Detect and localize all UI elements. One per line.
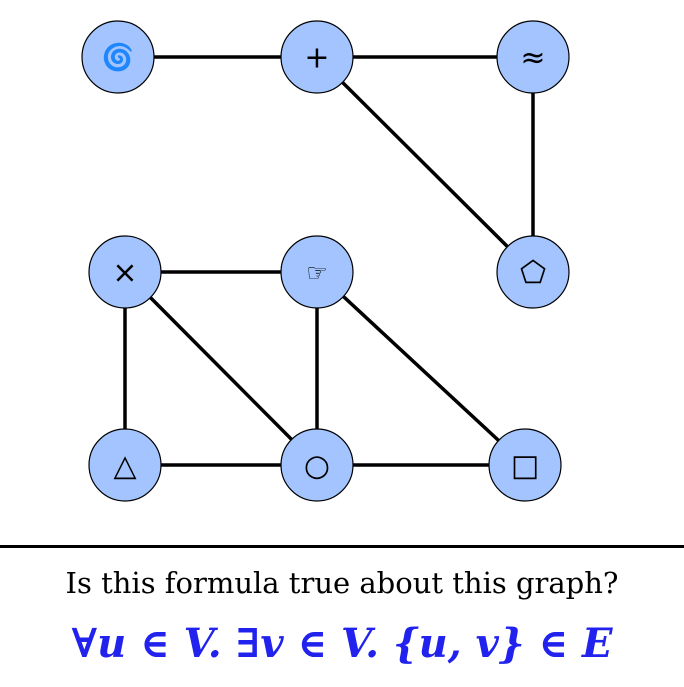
node-circle (88, 235, 162, 309)
node-circle (88, 428, 162, 502)
node-spiral: 🌀 (81, 20, 155, 94)
node-circle (280, 235, 354, 309)
node-times: × (88, 235, 162, 309)
spiral-icon: 🌀 (102, 41, 134, 73)
edge-times-circle (123, 270, 319, 467)
node-square: □ (488, 428, 562, 502)
pentagon-icon: ⬠ (520, 256, 546, 291)
question-text: Is this formula true about this graph? (65, 566, 619, 600)
node-circle (496, 235, 570, 309)
times-icon: × (112, 256, 137, 291)
node-circle (280, 20, 354, 94)
node-triangle: △ (88, 428, 162, 502)
approx-icon: ≈ (520, 41, 545, 76)
pointing-hand-icon: ☞ (306, 259, 328, 287)
node-pentagon: ⬠ (496, 235, 570, 309)
node-circle (488, 428, 562, 502)
node-circle: ○ (280, 428, 354, 502)
graph-nodes: 🌀 + ≈ ⬠ × ☞ △ ○ □ (81, 20, 570, 502)
node-circle (81, 20, 155, 94)
graph-diagram: 🌀 + ≈ ⬠ × ☞ △ ○ □ (81, 20, 570, 502)
triangle-icon: △ (113, 449, 136, 484)
square-icon: □ (511, 449, 539, 484)
node-circle (496, 20, 570, 94)
plus-icon: + (304, 41, 329, 76)
node-hand: ☞ (280, 235, 354, 309)
circle-icon: ○ (304, 449, 330, 484)
edge-plus-pentagon (315, 55, 535, 274)
edge-hand-square (315, 270, 527, 467)
divider (0, 545, 684, 548)
node-circle (280, 428, 354, 502)
node-approx: ≈ (496, 20, 570, 94)
node-plus: + (280, 20, 354, 94)
formula-text: ∀u ∈ V. ∃v ∈ V. {u, v} ∈ E (71, 620, 613, 667)
